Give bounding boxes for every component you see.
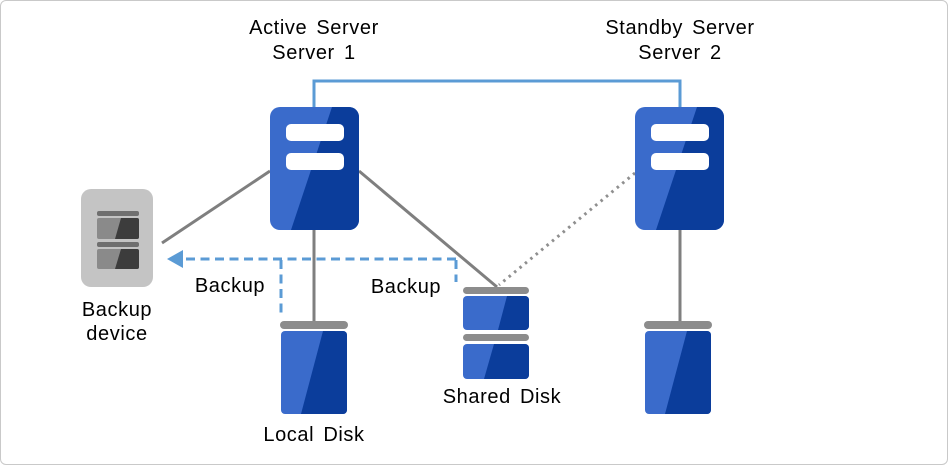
shared-disk-icon	[463, 287, 529, 379]
standby-disk-cap	[644, 321, 712, 329]
backup-device-slot2-dark	[115, 249, 139, 269]
backup-device-slot1-dark	[115, 218, 139, 239]
server2-drive-bay-top	[651, 124, 709, 141]
backup-edge-label-right: Backup	[371, 276, 441, 298]
standby-server-title-line2: Server 2	[638, 42, 721, 64]
local-disk-icon	[280, 321, 348, 414]
edge-server1-shared-disk	[358, 169, 498, 289]
shared-disk-label: Shared Disk	[443, 386, 562, 408]
server2-drive-bay-bottom	[651, 153, 709, 170]
shared-disk-cap-middle	[463, 334, 529, 341]
backup-device-slot1-bar	[97, 211, 139, 216]
shared-disk-unit1-dark	[498, 296, 529, 330]
backup-device-slot2	[97, 249, 139, 269]
local-disk-body-dark	[301, 331, 347, 414]
shared-disk-cap-top	[463, 287, 529, 294]
standby-server-icon	[635, 107, 724, 230]
active-server-title-line1: Active Server	[249, 17, 379, 39]
backup-device-label-line1: Backup	[82, 299, 152, 321]
backup-device-icon	[81, 189, 153, 287]
backup-device-slot1	[97, 218, 139, 239]
local-disk-label: Local Disk	[263, 424, 365, 446]
edge-group	[161, 79, 682, 322]
server1-drive-bay-top	[286, 124, 344, 141]
shared-disk-unit2-dark	[484, 344, 529, 379]
standby-server-title-line1: Standby Server	[605, 17, 754, 39]
backup-edge-label-left: Backup	[195, 275, 265, 297]
label-group: Active Server Server 1 Standby Server Se…	[82, 17, 754, 446]
backup-device-label-line2: device	[86, 323, 147, 345]
active-server-icon	[270, 107, 359, 230]
active-server-title-line2: Server 1	[272, 42, 355, 64]
edge-heartbeat-server1-server2	[312, 79, 682, 108]
edge-server2-shared-disk-dotted	[498, 171, 636, 287]
backup-arrowhead-icon	[167, 250, 183, 268]
standby-disk-body-dark	[665, 331, 711, 414]
backup-device-slot2-bar	[97, 242, 139, 247]
server1-drive-bay-bottom	[286, 153, 344, 170]
local-disk-cap	[280, 321, 348, 329]
standby-disk-icon	[644, 321, 712, 414]
edge-server1-backup-device	[161, 169, 271, 245]
